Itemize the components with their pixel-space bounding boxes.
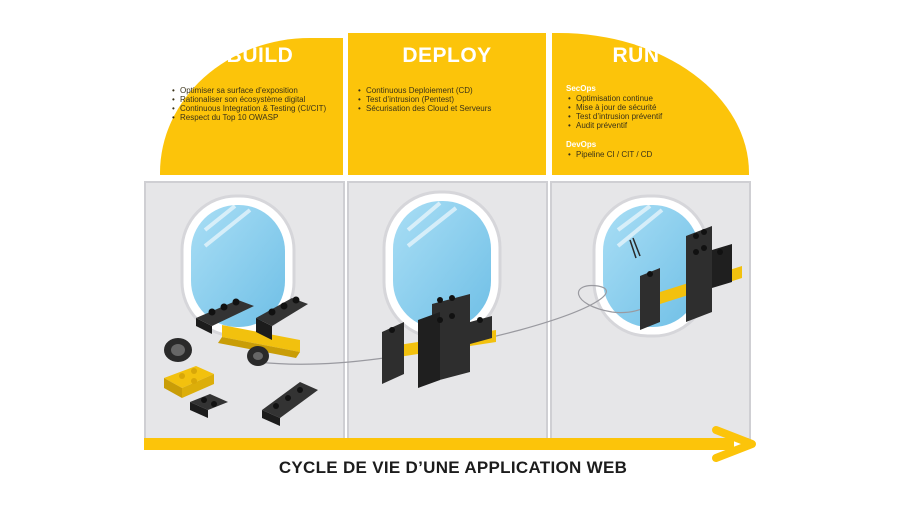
brick-pieces bbox=[164, 296, 318, 426]
plane-flying bbox=[640, 226, 742, 330]
run-title: RUN bbox=[612, 44, 660, 67]
list-item: Pipeline CI / CIT / CD bbox=[568, 150, 728, 159]
timeline-arrow bbox=[144, 426, 756, 462]
list-item: Mise à jour de sécurité bbox=[568, 103, 728, 112]
plane-assembled bbox=[382, 294, 496, 388]
deploy-title: DEPLOY bbox=[402, 44, 492, 67]
list-item: Sécurisation des Cloud et Serveurs bbox=[358, 104, 538, 113]
list-item: Rationaliser son écosystème digital bbox=[172, 95, 337, 104]
devops-label: DevOps bbox=[566, 140, 597, 149]
diagram-caption: CYCLE DE VIE D’UNE APPLICATION WEB bbox=[278, 458, 628, 477]
list-item: Optimiser sa surface d’exposition bbox=[172, 86, 337, 95]
secops-list: Optimisation continue Mise à jour de séc… bbox=[568, 94, 728, 130]
window-icon bbox=[180, 194, 296, 338]
list-item: Test d’intrusion préventif bbox=[568, 112, 728, 121]
secops-label: SecOps bbox=[566, 84, 596, 93]
flight-path bbox=[257, 284, 681, 365]
devops-list: Pipeline CI / CIT / CD bbox=[568, 150, 728, 159]
deploy-list: Continuous Deploiement (CD) Test d’intru… bbox=[358, 86, 538, 113]
list-item: Test d’intrusion (Pentest) bbox=[358, 95, 538, 104]
build-list: Optimiser sa surface d’exposition Ration… bbox=[172, 86, 337, 122]
list-item: Audit préventif bbox=[568, 121, 728, 130]
list-item: Continuous Deploiement (CD) bbox=[358, 86, 538, 95]
list-item: Continuous Integration & Testing (CI/CIT… bbox=[172, 104, 337, 113]
build-title: BUILD bbox=[226, 44, 294, 67]
list-item: Respect du Top 10 OWASP bbox=[172, 113, 337, 122]
list-item: Optimisation continue bbox=[568, 94, 728, 103]
